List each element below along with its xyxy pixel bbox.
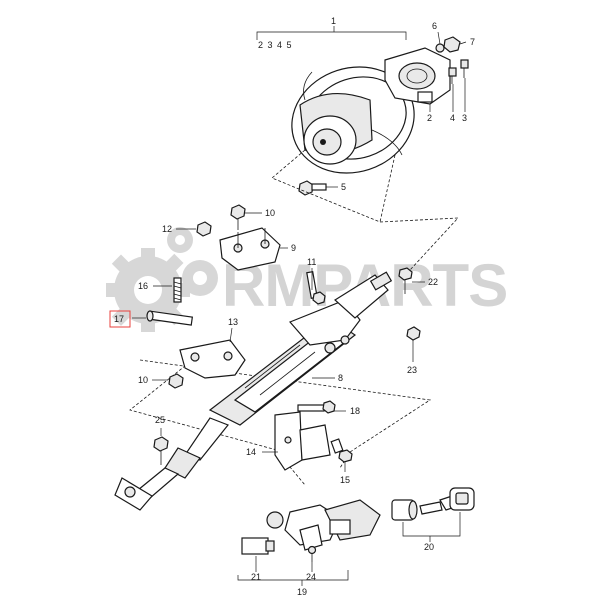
bolt-15 — [330, 438, 353, 463]
callout-6: 6 — [432, 21, 437, 31]
screw-6 — [435, 43, 445, 53]
stud-16 — [173, 277, 182, 303]
bolt-5 — [298, 180, 327, 196]
nut-7 — [443, 36, 461, 53]
steering-column-8 — [208, 271, 393, 426]
bolt-22 — [398, 267, 413, 294]
nut-12 — [196, 221, 212, 237]
callout-20: 20 — [424, 542, 434, 552]
support-bracket-14 — [274, 411, 331, 471]
callout-23: 23 — [407, 365, 417, 375]
intermediate-shaft — [114, 417, 229, 511]
callout-15: 15 — [340, 475, 350, 485]
steering-wheel — [291, 66, 415, 174]
callout-10-bottom: 10 — [138, 375, 148, 385]
callout-24: 24 — [306, 572, 316, 582]
callout-8: 8 — [338, 373, 343, 383]
callout-7: 7 — [470, 37, 475, 47]
callout-14: 14 — [246, 447, 256, 457]
screw-4 — [448, 67, 457, 84]
callout-9: 9 — [291, 243, 296, 253]
nut-23 — [406, 326, 421, 341]
mounting-bracket-9 — [219, 227, 281, 271]
callout-17-highlight-box — [109, 310, 131, 328]
column-bracket-13 — [179, 339, 246, 379]
callout-25: 25 — [155, 415, 165, 425]
bolt-18 — [297, 400, 336, 414]
callout-1-subparts: 2 3 4 5 — [258, 40, 292, 50]
bolt-10-bottom — [168, 373, 184, 389]
leader-lines — [132, 26, 467, 586]
callout-19: 19 — [297, 587, 307, 597]
ignition-lock-assembly — [266, 499, 381, 551]
airbag-module — [384, 47, 451, 105]
bolt-17 — [146, 310, 194, 326]
switch-21 — [241, 537, 275, 555]
bolt-10-top — [230, 204, 246, 230]
callout-1: 1 — [331, 16, 336, 26]
callout-4: 4 — [450, 113, 455, 123]
bolt-25 — [153, 436, 169, 465]
callout-5: 5 — [341, 182, 346, 192]
callout-18: 18 — [350, 406, 360, 416]
callout-12: 12 — [162, 224, 172, 234]
screw-24 — [307, 545, 317, 562]
callout-10-top: 10 — [265, 208, 275, 218]
lock-cylinder-20 — [391, 499, 443, 521]
callout-21: 21 — [251, 572, 261, 582]
screw-3 — [460, 59, 469, 78]
callout-2: 2 — [427, 113, 432, 123]
callout-13: 13 — [228, 317, 238, 327]
callout-3: 3 — [462, 113, 467, 123]
callout-17: 17 — [114, 314, 124, 324]
callout-22: 22 — [428, 277, 438, 287]
callout-11: 11 — [307, 257, 316, 267]
callout-labels: 1 2 3 4 5 2 3 4 5 6 7 8 9 10 10 11 12 13… — [109, 16, 475, 597]
key-icon — [439, 487, 475, 511]
callout-16: 16 — [138, 281, 148, 291]
